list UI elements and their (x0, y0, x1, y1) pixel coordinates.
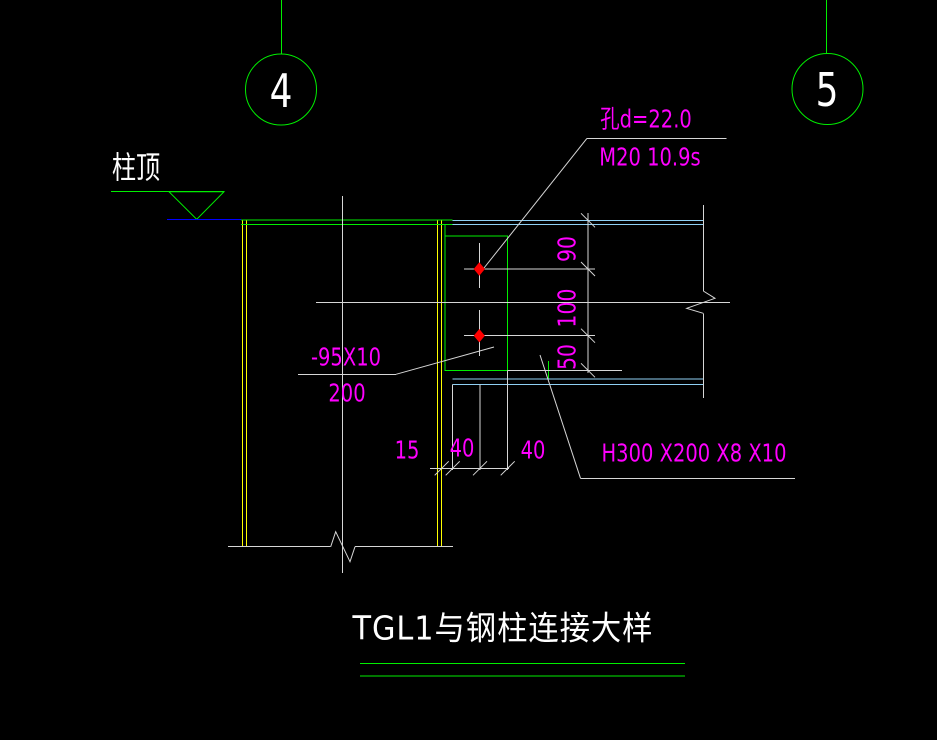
grid-bubble-4-label: 4 (269, 64, 293, 118)
beam-label-leader (539, 354, 581, 479)
grid-bubble-5 (791, 53, 864, 125)
bolt-note-line1: 孔d=22.0 (600, 104, 692, 134)
vertical-dim-50: 50 (552, 343, 582, 371)
grid-axes (245, 0, 864, 126)
plate-note-line1: -95X10 (310, 342, 382, 372)
bolt-icon (473, 262, 485, 276)
bolts (473, 262, 485, 343)
horizontal-dim-40b: 40 (520, 435, 546, 465)
drawing-title: TGL1与钢柱连接大样 (352, 608, 654, 648)
bolt-note-line2: M20 10.9s (599, 142, 701, 172)
column-cap-plate (241, 219, 453, 225)
dimension-and-center-lines (228, 137, 795, 573)
beam-flanges (452, 219, 704, 385)
column-break-icon (330, 530, 356, 564)
beam-break-icon (685, 290, 717, 314)
plate-note-leader (395, 346, 495, 375)
beam-size-label: H300 X200 X8 X10 (601, 438, 787, 468)
bolt-icon (473, 329, 485, 343)
level-triangle-icon (167, 191, 226, 221)
column-flanges (242, 220, 443, 547)
title-underline (360, 662, 685, 677)
level-label: 柱顶 (111, 150, 161, 187)
horizontal-dim-15: 15 (394, 435, 420, 465)
vertical-dim-90: 90 (552, 235, 582, 263)
vertical-dim-100: 100 (552, 288, 582, 328)
plate-note-line2: 200 (328, 378, 366, 408)
bolt-note-leader (483, 137, 588, 269)
horizontal-dim-40a: 40 (449, 433, 475, 463)
grid-bubble-5-label: 5 (815, 63, 839, 117)
level-marker (111, 191, 226, 221)
grid-bubble-4 (245, 53, 317, 126)
